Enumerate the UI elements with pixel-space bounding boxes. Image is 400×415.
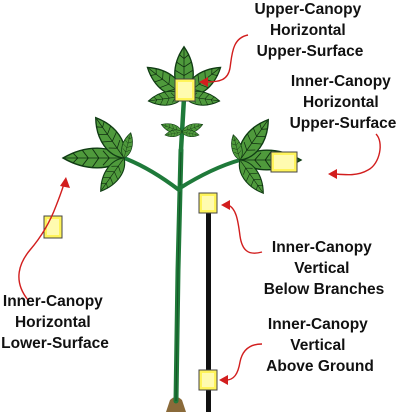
label-inner-canopy-horizontal-lower: Inner-Canopy Horizontal Lower-Surface <box>1 293 109 352</box>
arrow-inner-canopy-upper <box>328 133 381 179</box>
left-branch <box>122 156 181 192</box>
sensor-pole <box>206 212 211 412</box>
sensor-right-canopy <box>270 151 298 173</box>
arrow-upper-canopy <box>199 34 249 87</box>
label-inner-canopy-vertical-above: Inner-Canopy Vertical Above Ground <box>266 316 374 375</box>
arrow-vertical-below <box>221 200 263 254</box>
sensor-pole-bottom <box>198 369 218 391</box>
arrow-vertical-above <box>219 343 263 385</box>
ground-mound <box>166 397 186 412</box>
upper-stem <box>178 95 187 153</box>
label-inner-canopy-vertical-below: Inner-Canopy Vertical Below Branches <box>264 239 385 298</box>
sensor-upper-canopy <box>174 78 196 102</box>
left-leaf-cluster <box>62 111 136 197</box>
right-branch <box>178 158 242 190</box>
label-upper-canopy-horizontal-upper: Upper-Canopy Horizontal Upper-Surface <box>254 1 365 60</box>
sensor-pole-top <box>198 192 218 214</box>
arrow-horizontal-lower <box>18 177 70 301</box>
label-inner-canopy-horizontal-upper: Inner-Canopy Horizontal Upper-Surface <box>290 73 397 132</box>
